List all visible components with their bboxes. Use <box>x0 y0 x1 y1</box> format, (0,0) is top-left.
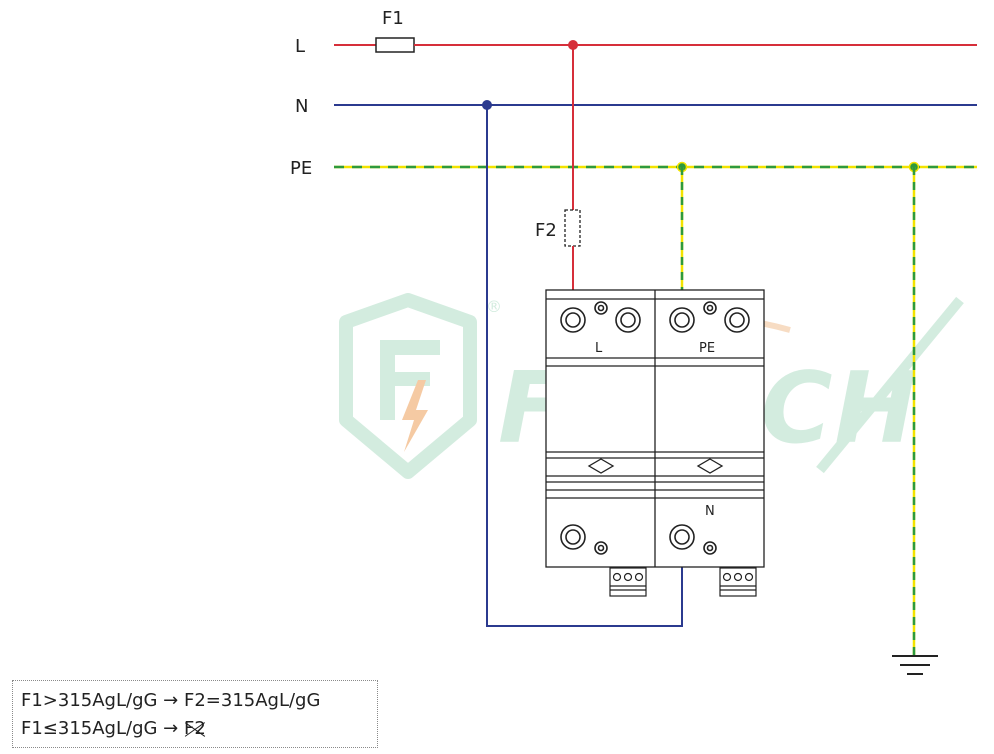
remote-contact-left <box>609 567 647 597</box>
fuse-F2 <box>564 209 581 247</box>
struck-F2: F2 <box>184 715 206 743</box>
terminal-screws-bottom <box>560 524 717 555</box>
wiring-diagram: FATECH ® L N PE F1 F2 <box>290 8 977 675</box>
ground-icon <box>892 655 938 675</box>
line-label-L: L <box>295 36 305 57</box>
terminal-screws-top <box>560 301 750 333</box>
note-line-2: F1≤315AgL/gG → F2 <box>21 715 377 743</box>
line-label-PE: PE <box>290 158 312 179</box>
indicator-diamond-right <box>696 458 724 474</box>
line-label-N: N <box>295 96 308 117</box>
module-label-N: N <box>705 504 715 519</box>
watermark-registered: ® <box>486 297 502 316</box>
fuse-F1 <box>375 37 415 53</box>
spd-module <box>545 289 765 568</box>
note-line-1: F1>315AgL/gG → F2=315AgL/gG <box>21 690 321 711</box>
remote-contact-right <box>719 567 757 597</box>
module-label-PE: PE <box>699 341 715 356</box>
watermark-bolt-icon <box>402 380 428 452</box>
fuse-F1-label: F1 <box>382 8 404 29</box>
neutral-return <box>486 105 683 627</box>
indicator-diamond-left <box>587 458 615 474</box>
fuse-rating-note: F1>315AgL/gG → F2=315AgL/gG F1≤315AgL/gG… <box>12 680 378 748</box>
watermark-shield-icon <box>339 293 477 479</box>
fuse-F2-label: F2 <box>535 220 557 241</box>
module-label-L: L <box>595 341 603 356</box>
